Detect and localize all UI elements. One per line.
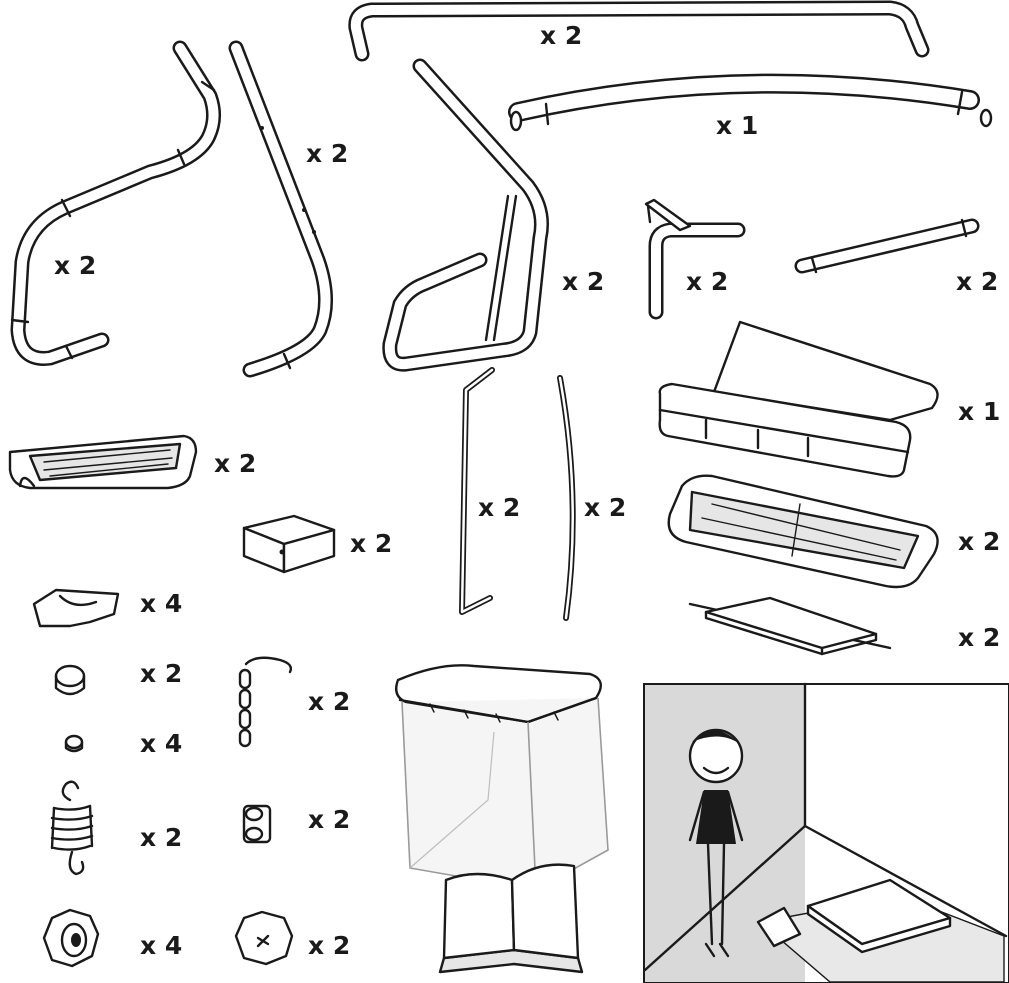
seat-mesh-frame: [669, 476, 938, 587]
chain-quantity: x 2: [308, 687, 350, 716]
canopy-rod-bent-quantity: x 2: [478, 493, 520, 522]
canopy-rod-curved-quantity: x 2: [584, 493, 626, 522]
end-cap-small: [66, 736, 82, 751]
flat-panel: [690, 598, 890, 654]
snap-buttons: [244, 806, 270, 842]
short-tube-quantity: x 2: [956, 267, 998, 296]
instruction-booklet: [440, 865, 582, 972]
side-frame-quantity: x 2: [562, 267, 604, 296]
canopy-with-net: [396, 665, 608, 890]
end-cap-large: [56, 666, 84, 694]
flat-panel-quantity: x 2: [958, 623, 1000, 652]
clamp-bracket-quantity: x 2: [350, 529, 392, 558]
assembly-scene: [644, 684, 1009, 983]
seat-cushion-quantity: x 1: [958, 397, 1000, 426]
canopy-rod-curved: [560, 378, 573, 618]
clamp-bracket: [244, 516, 334, 572]
knob-washer: [44, 910, 98, 966]
top-arch-quantity: x 2: [540, 21, 582, 50]
foot-pad: [34, 590, 118, 626]
canopy-rod-bent: [462, 370, 492, 612]
foot-pad-quantity: x 4: [140, 589, 182, 618]
knob-screw-quantity: x 2: [308, 931, 350, 960]
bottom-long-tube-quantity: x 1: [716, 111, 758, 140]
armrest-tray-quantity: x 2: [214, 449, 256, 478]
end-cap-small-quantity: x 4: [140, 729, 182, 758]
knob-screw: [236, 912, 292, 964]
snap-buttons-quantity: x 2: [308, 805, 350, 834]
chain: [240, 658, 291, 746]
short-tube: [802, 220, 972, 272]
seat-mesh-frame-quantity: x 2: [958, 527, 1000, 556]
curved-leg-left-quantity: x 2: [54, 251, 96, 280]
armrest-tray: [10, 436, 196, 488]
spring-quantity: x 2: [140, 823, 182, 852]
top-arch-tube: [356, 8, 922, 54]
straight-leg: [236, 48, 326, 370]
straight-leg-quantity: x 2: [306, 139, 348, 168]
curved-leg-left: [12, 48, 214, 358]
seat-cushion: [660, 322, 938, 476]
end-cap-large-quantity: x 2: [140, 659, 182, 688]
t-bracket-quantity: x 2: [686, 267, 728, 296]
knob-washer-quantity: x 4: [140, 931, 182, 960]
spring: [52, 782, 92, 874]
